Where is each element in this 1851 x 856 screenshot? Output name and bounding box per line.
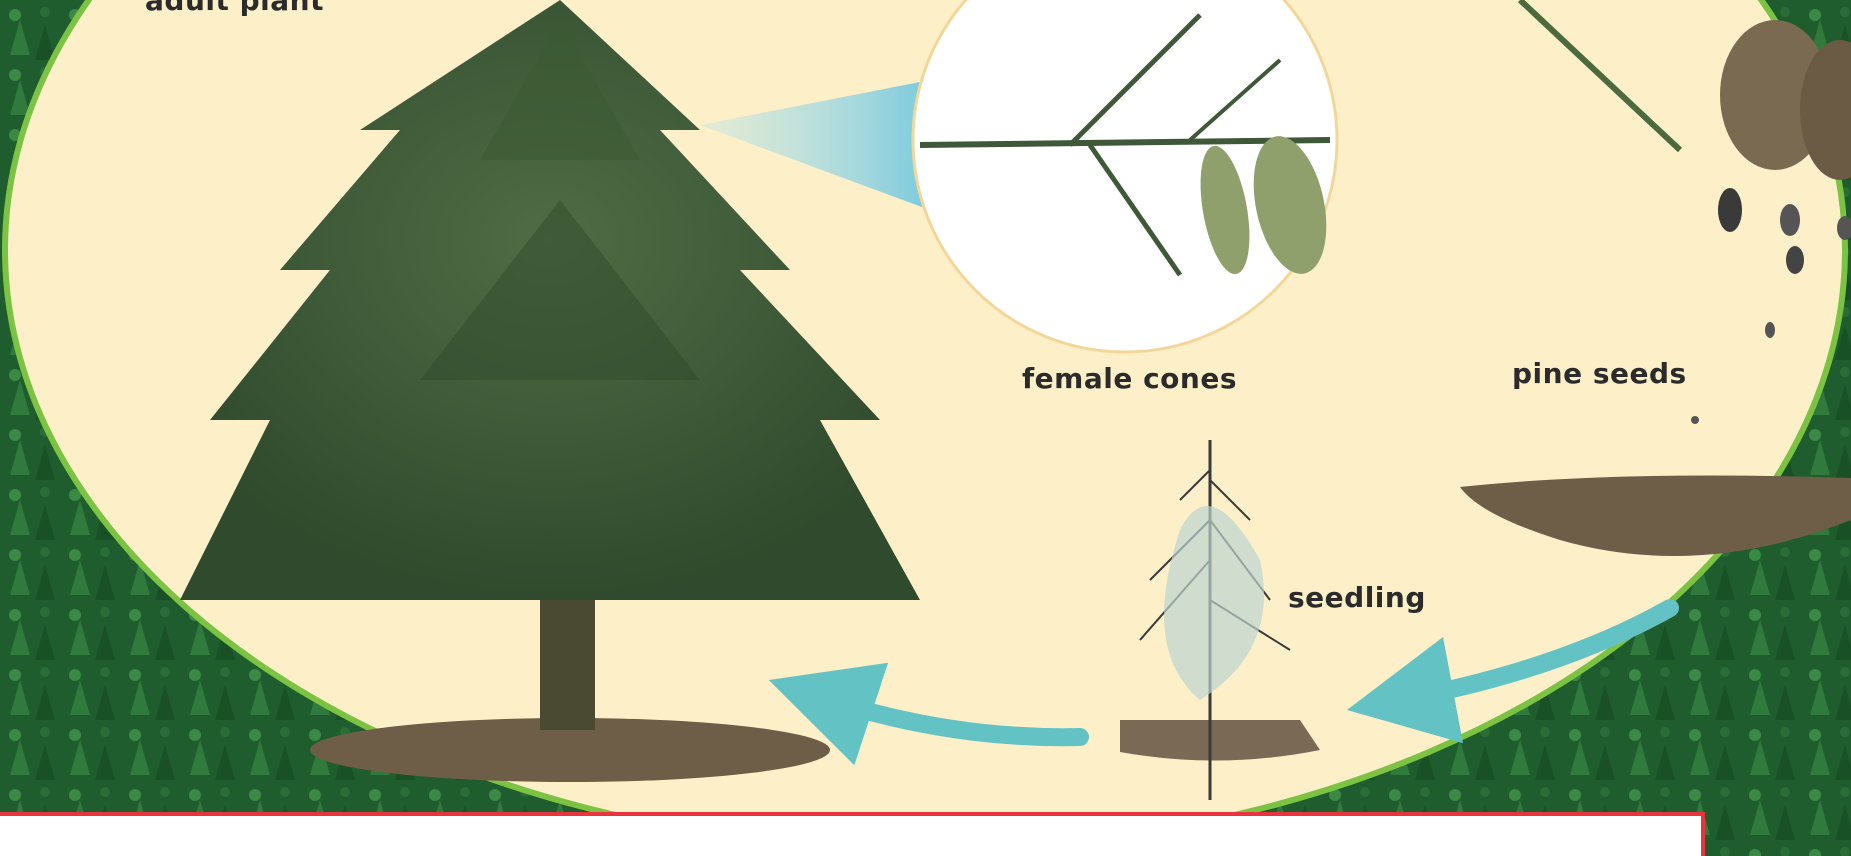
female-cones-label: female cones [1022,362,1237,395]
pine-seeds-label: pine seeds [1512,357,1687,390]
adult-plant-label: adult plant [145,0,324,17]
caption-box [0,812,1705,856]
seedling-label: seedling [1288,581,1426,614]
